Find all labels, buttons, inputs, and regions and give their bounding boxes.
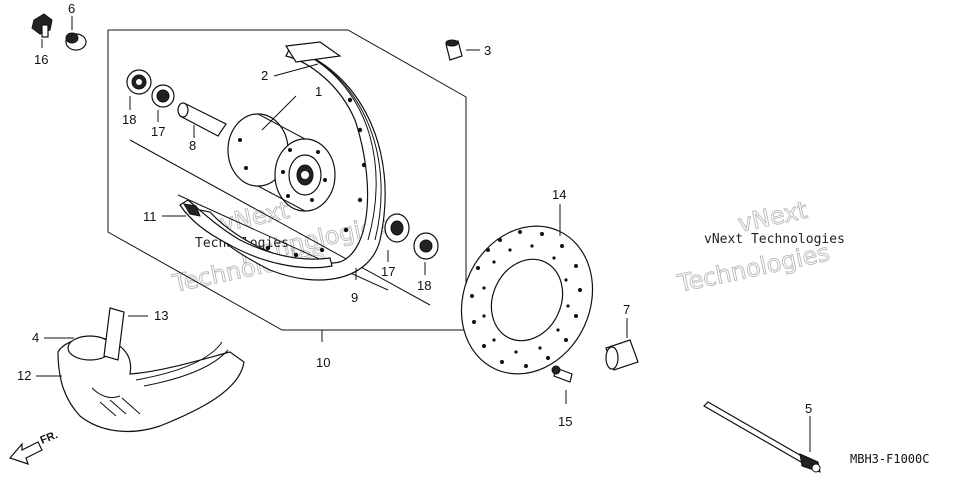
callout-9: 9 — [351, 290, 358, 305]
spacer-7 — [605, 318, 639, 371]
bolt-16 — [31, 13, 53, 48]
bearing-17-right — [384, 213, 410, 262]
front-direction-marker: FR. — [8, 429, 60, 465]
callout-3: 3 — [484, 43, 491, 58]
collar-6 — [65, 16, 87, 51]
callout-5: 5 — [805, 401, 812, 416]
callout-10: 10 — [316, 355, 330, 370]
leader-lines — [36, 63, 357, 377]
callout-17-right: 17 — [381, 264, 395, 279]
callout-7: 7 — [623, 302, 630, 317]
callout-8: 8 — [189, 138, 196, 153]
callout-16: 16 — [34, 52, 48, 67]
callout-2: 2 — [261, 68, 268, 83]
callout-1: 1 — [315, 84, 322, 99]
callout-18-left: 18 — [122, 112, 136, 127]
cap-3 — [445, 39, 480, 61]
bearing-18-left — [126, 69, 152, 110]
diagram-code: MBH3-F1000C — [850, 452, 929, 466]
brake-disc-14 — [460, 204, 594, 375]
direction-label: FR. — [39, 429, 60, 447]
callout-12: 12 — [17, 368, 31, 383]
axle-5 — [703, 401, 821, 473]
spacer-8 — [177, 102, 227, 138]
callout-18-right: 18 — [417, 278, 431, 293]
wheel-rim — [199, 41, 386, 281]
callout-17-left: 17 — [151, 124, 165, 139]
fender-12 — [57, 307, 245, 433]
callout-14: 14 — [552, 187, 566, 202]
callout-6: 6 — [68, 1, 75, 16]
callout-13: 13 — [154, 308, 168, 323]
disc-bolt-15 — [551, 365, 573, 404]
bearing-17-left — [151, 84, 175, 122]
callout-4: 4 — [32, 330, 39, 345]
callouts: 6 16 3 2 1 18 17 8 11 14 17 18 9 7 13 4 … — [17, 1, 812, 429]
watermark-tech-right-big: Technologies — [674, 238, 832, 298]
direction-arrow-icon — [8, 441, 43, 465]
callout-15: 15 — [558, 414, 572, 429]
bearing-18-right — [413, 232, 439, 275]
watermark-small-right: vNext Technologies — [704, 232, 845, 247]
callout-11: 11 — [143, 209, 157, 224]
guard-11 — [179, 199, 333, 269]
